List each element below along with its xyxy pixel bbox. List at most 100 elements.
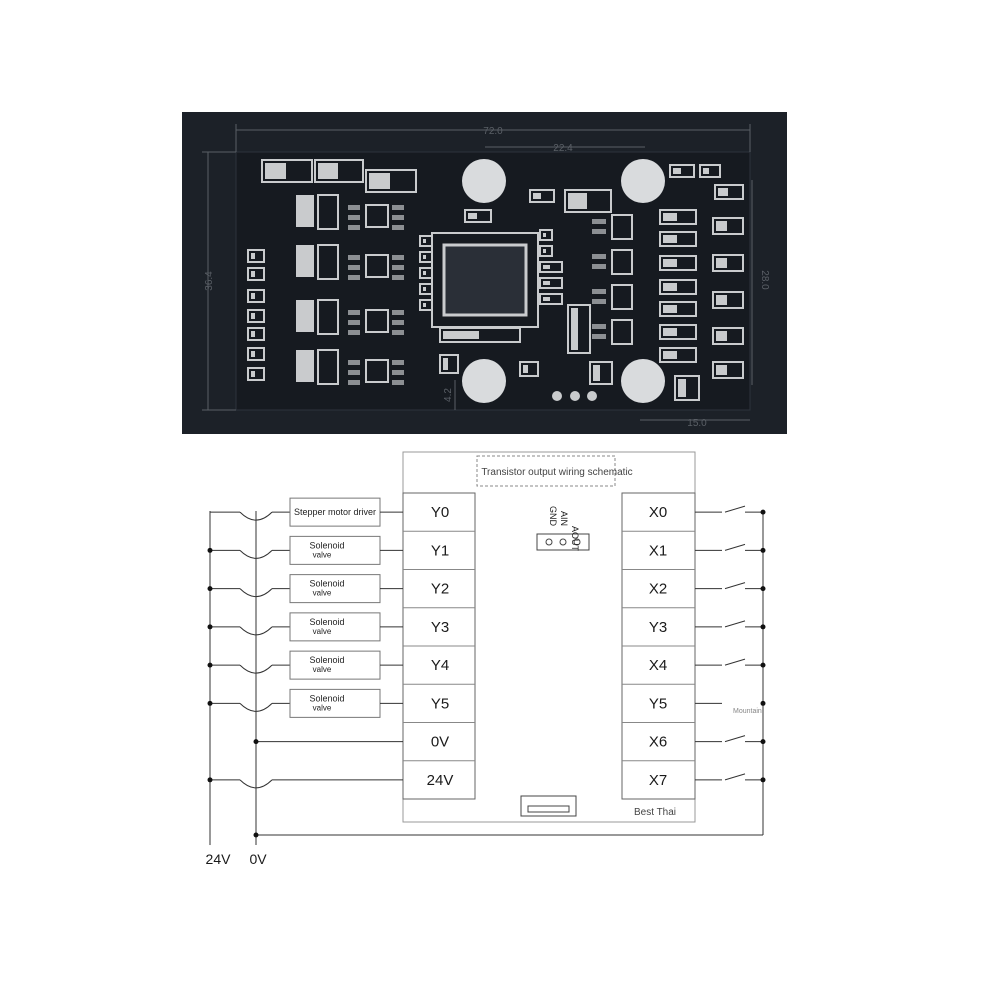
- pcb-capacitor: [296, 245, 314, 277]
- pcb-pad: [543, 249, 546, 253]
- pcb-pad: [673, 168, 681, 174]
- supply-0v-label: 0V: [249, 851, 267, 867]
- pcb-pad: [318, 163, 338, 179]
- load-label: Solenoid: [309, 579, 344, 589]
- load-label-2: valve: [313, 627, 332, 636]
- terminal-right-y3: Y3: [649, 619, 667, 636]
- pcb-pad: [716, 295, 727, 305]
- pcb-pad: [423, 255, 426, 259]
- pcb-pad: [348, 320, 360, 325]
- pcb-pad: [592, 229, 606, 234]
- pcb-pad: [423, 287, 426, 291]
- load-label: Stepper motor driver: [294, 507, 376, 517]
- pcb-pad: [543, 297, 550, 301]
- pcb-pad: [716, 221, 727, 231]
- pcb-pad: [251, 371, 255, 377]
- terminal-right-x2: X2: [649, 581, 667, 598]
- pcb-pad: [348, 215, 360, 220]
- terminal-left-y4: Y4: [431, 657, 449, 674]
- pcb-pad: [663, 328, 677, 336]
- junction-dot: [208, 701, 213, 706]
- pcb-pad: [678, 379, 686, 397]
- switch-contact: [725, 506, 745, 512]
- junction-dot: [761, 663, 766, 668]
- junction-dot: [761, 739, 766, 744]
- pcb-pad: [543, 265, 550, 269]
- pcb-pad: [571, 308, 578, 350]
- load-label: Solenoid: [309, 617, 344, 627]
- switch-contact: [725, 621, 745, 627]
- switch-contact: [725, 583, 745, 589]
- terminal-left-y0: Y0: [431, 504, 449, 521]
- load-label-2: valve: [313, 589, 332, 598]
- pcb-pad: [592, 219, 606, 224]
- pcb-pad: [593, 365, 600, 381]
- pcb-pad: [251, 253, 255, 259]
- terminal-left-y5: Y5: [431, 695, 449, 712]
- pcb-pad: [568, 193, 587, 209]
- switch-contact: [725, 659, 745, 665]
- terminal-right-x0: X0: [649, 504, 667, 521]
- schematic-title: Transistor output wiring schematic: [481, 467, 632, 478]
- junction-dot: [761, 624, 766, 629]
- pcb-pad: [392, 370, 404, 375]
- pcb-pad: [592, 254, 606, 259]
- pcb-pad: [369, 173, 390, 189]
- junction-dot: [761, 586, 766, 591]
- pcb-pad: [592, 289, 606, 294]
- junction-dot: [208, 663, 213, 668]
- pcb-pad: [392, 310, 404, 315]
- analog-connector: [537, 534, 589, 550]
- dim-width-total: 72.0: [483, 126, 503, 137]
- pcb-pad: [348, 205, 360, 210]
- junction-dot: [761, 510, 766, 515]
- pcb-board: 72.0 22.4 36.4 28.0 15.0 4.2: [182, 112, 787, 434]
- pcb-pad: [592, 334, 606, 339]
- pcb-pad: [392, 360, 404, 365]
- pcb-pad: [716, 365, 727, 375]
- pcb-pad: [443, 358, 448, 370]
- pcb-pad: [348, 275, 360, 280]
- junction-dot: [761, 701, 766, 706]
- pcb-pad: [265, 163, 286, 179]
- pcb-pad: [251, 293, 255, 299]
- pcb-pad: [663, 259, 677, 267]
- analog-pin-gnd: GND: [548, 506, 558, 527]
- pcb-pad: [348, 370, 360, 375]
- load-label: Solenoid: [309, 540, 344, 550]
- pcb-via: [587, 391, 597, 401]
- dim-hole-offset: 4.2: [443, 388, 454, 402]
- load-label-2: valve: [313, 665, 332, 674]
- pcb-pad: [523, 365, 528, 373]
- pcb-pad: [392, 205, 404, 210]
- junction-dot: [208, 548, 213, 553]
- pcb-mcu-chip: [432, 233, 538, 327]
- pcb-pad: [392, 265, 404, 270]
- pcb-via: [552, 391, 562, 401]
- junction-dot: [208, 777, 213, 782]
- terminal-left-y1: Y1: [431, 542, 449, 559]
- junction-dot: [761, 548, 766, 553]
- pcb-pad: [348, 360, 360, 365]
- dim-top-spacing: 22.4: [553, 143, 573, 154]
- switch-note: Mountain: [733, 708, 762, 715]
- brand-label: Best Thai: [634, 807, 676, 818]
- dim-height-total: 36.4: [204, 271, 215, 291]
- pcb-pad: [348, 310, 360, 315]
- switch-contact: [725, 544, 745, 550]
- pcb-pad: [392, 215, 404, 220]
- pcb-pad: [392, 320, 404, 325]
- pcb-pad: [251, 313, 255, 319]
- pcb-capacitor: [296, 300, 314, 332]
- dim-bottom-right: 15.0: [687, 418, 707, 429]
- terminal-left-0v: 0V: [431, 734, 449, 751]
- pcb-pad: [348, 225, 360, 230]
- pcb-pad: [423, 239, 426, 243]
- load-label-2: valve: [313, 703, 332, 712]
- pcb-pad: [703, 168, 709, 174]
- supply-24v-label: 24V: [206, 851, 232, 867]
- pcb-pad: [348, 265, 360, 270]
- terminal-left-24v: 24V: [427, 772, 454, 789]
